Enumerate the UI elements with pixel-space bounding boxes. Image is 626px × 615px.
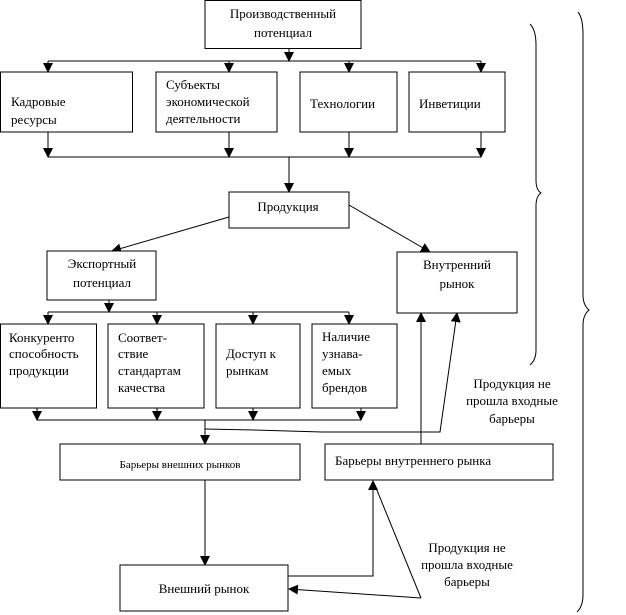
connectors [32, 48, 486, 599]
node-label: потенциал [254, 25, 312, 40]
node-export-potential: Экспортный потенциал [46, 250, 157, 301]
node-label: Барьеры внешних рынков [120, 459, 241, 471]
node-label: Продукция [257, 199, 318, 214]
node-label: качества [118, 380, 165, 395]
node-label: Барьеры внутреннего рынка [335, 453, 491, 468]
node-label: Соответ- [118, 330, 167, 345]
annotation-line: Продукция не [428, 540, 506, 555]
node-label: Доступ к [226, 346, 277, 361]
node-label: потенциал [73, 275, 131, 290]
node-label: узнава- [322, 346, 362, 361]
node-label: экономической [166, 94, 250, 109]
annotation-line: прошла входные [421, 557, 513, 572]
node-label: деятельности [166, 111, 240, 126]
node-label: рынок [439, 276, 475, 291]
node-label: Внутренний [423, 257, 491, 272]
node-label: емых [322, 363, 352, 378]
node-label: Субъекты [166, 77, 220, 92]
node-production-potential: Производственный потенциал [204, 0, 362, 49]
node-competitiveness: Конкуренто способность продукции [0, 323, 97, 409]
annotation-line: Продукция не [473, 376, 551, 391]
node-label: Инветиции [419, 96, 481, 111]
node-label: Экспортный [68, 256, 137, 271]
node-quality-standards: Соответ- ствие стандартам качества [107, 323, 205, 409]
annotation-line: прошла входные [466, 393, 558, 408]
node-label: стандартам [118, 363, 181, 378]
node-domestic-market: Внутренний рынок [396, 251, 518, 314]
node-label: Наличие [322, 329, 370, 344]
annotation-line: барьеры [489, 411, 535, 426]
node-label: Конкуренто [9, 330, 74, 345]
node-label: ресурсы [11, 112, 57, 127]
node-external-barriers: Барьеры внешних рынков [59, 443, 301, 481]
annotation-line: барьеры [444, 574, 490, 589]
node-label: брендов [322, 380, 367, 395]
outer-brace [576, 11, 590, 613]
node-label: Кадровые [11, 94, 66, 109]
node-internal-barriers: Барьеры внутреннего рынка [324, 443, 554, 481]
node-label: рынкам [226, 363, 268, 378]
annotation-rejected-upper: Продукция не прошла входные барьеры [466, 376, 558, 426]
node-label: способность [9, 346, 79, 361]
node-investments: Инветиции [408, 71, 506, 133]
inner-brace [529, 23, 542, 366]
node-label: ствие [118, 346, 149, 361]
node-brands: Наличие узнава- емых брендов [311, 323, 398, 409]
node-technologies: Технологии [299, 71, 398, 133]
node-label: Внешний рынок [159, 581, 250, 596]
node-human-resources: Кадровые ресурсы [0, 71, 133, 133]
node-label: Производственный [230, 6, 336, 21]
node-economic-entities: Субъекты экономической деятельности [155, 71, 278, 133]
node-market-access: Доступ к рынкам [215, 323, 301, 409]
node-products: Продукция [228, 191, 350, 229]
node-label: Технологии [310, 96, 375, 111]
node-external-market: Внешний рынок [119, 564, 289, 612]
annotation-rejected-lower: Продукция не прошла входные барьеры [421, 540, 513, 589]
node-label: продукции [9, 363, 69, 378]
